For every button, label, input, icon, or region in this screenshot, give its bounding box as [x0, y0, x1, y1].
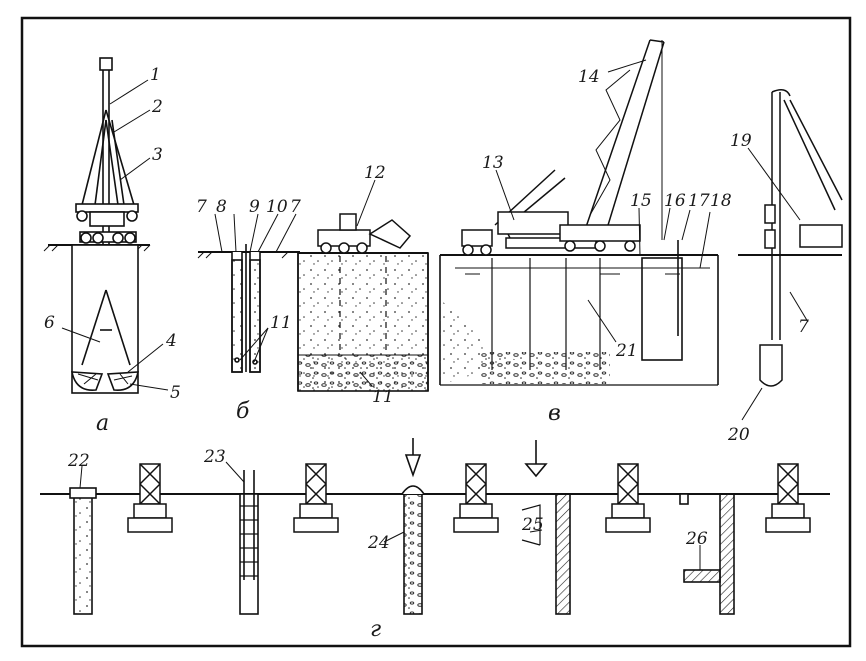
label-11a: 11 — [270, 313, 292, 333]
callout-labels: 1 2 3 6 4 5 7 8 9 10 7 11 11 12 13 14 15… — [44, 65, 809, 553]
panel-label-g: г — [370, 617, 381, 642]
panel-v-trench-section — [439, 240, 719, 386]
label-1: 1 — [150, 65, 161, 85]
label-24: 24 — [367, 533, 390, 553]
label-19: 19 — [730, 131, 752, 151]
panel-label-a: а — [96, 411, 109, 436]
panel-b-soil-block — [297, 252, 429, 392]
label-15: 15 — [630, 191, 652, 211]
panel-label-b: б — [236, 399, 250, 424]
panel-letters: а б в г — [96, 399, 561, 642]
label-26: 26 — [685, 529, 708, 549]
label-14: 14 — [578, 67, 600, 87]
label-20: 20 — [727, 425, 750, 445]
label-16: 16 — [664, 191, 686, 211]
label-22: 22 — [67, 451, 90, 471]
panel-b-guide-wall — [197, 244, 300, 373]
leader-lines — [61, 59, 809, 570]
label-5: 5 — [170, 383, 181, 403]
label-4: 4 — [165, 331, 177, 351]
label-13: 13 — [482, 153, 504, 173]
label-7b: 7 — [290, 197, 301, 217]
label-17: 17 — [688, 191, 710, 211]
label-21: 21 — [615, 341, 638, 361]
label-2: 2 — [151, 97, 163, 117]
label-9: 9 — [249, 197, 260, 217]
label-25: 25 — [521, 515, 544, 535]
label-6: 6 — [44, 313, 55, 333]
label-23: 23 — [203, 447, 226, 467]
panel-g-stages — [40, 438, 830, 615]
excavator-12 — [317, 213, 412, 254]
label-11b: 11 — [372, 387, 394, 407]
label-3: 3 — [152, 145, 163, 165]
label-18: 18 — [710, 191, 732, 211]
crane-13-14 — [461, 39, 665, 256]
panel-label-v: в — [548, 401, 561, 426]
pile-driver-19 — [738, 89, 843, 387]
support-towers — [127, 463, 811, 533]
label-12: 12 — [364, 163, 386, 183]
outer-frame — [20, 16, 852, 648]
label-8: 8 — [216, 197, 227, 217]
label-7a: 7 — [196, 197, 207, 217]
panel-a-grab-excavation — [43, 57, 151, 394]
label-7c: 7 — [798, 317, 809, 337]
label-10: 10 — [266, 197, 288, 217]
